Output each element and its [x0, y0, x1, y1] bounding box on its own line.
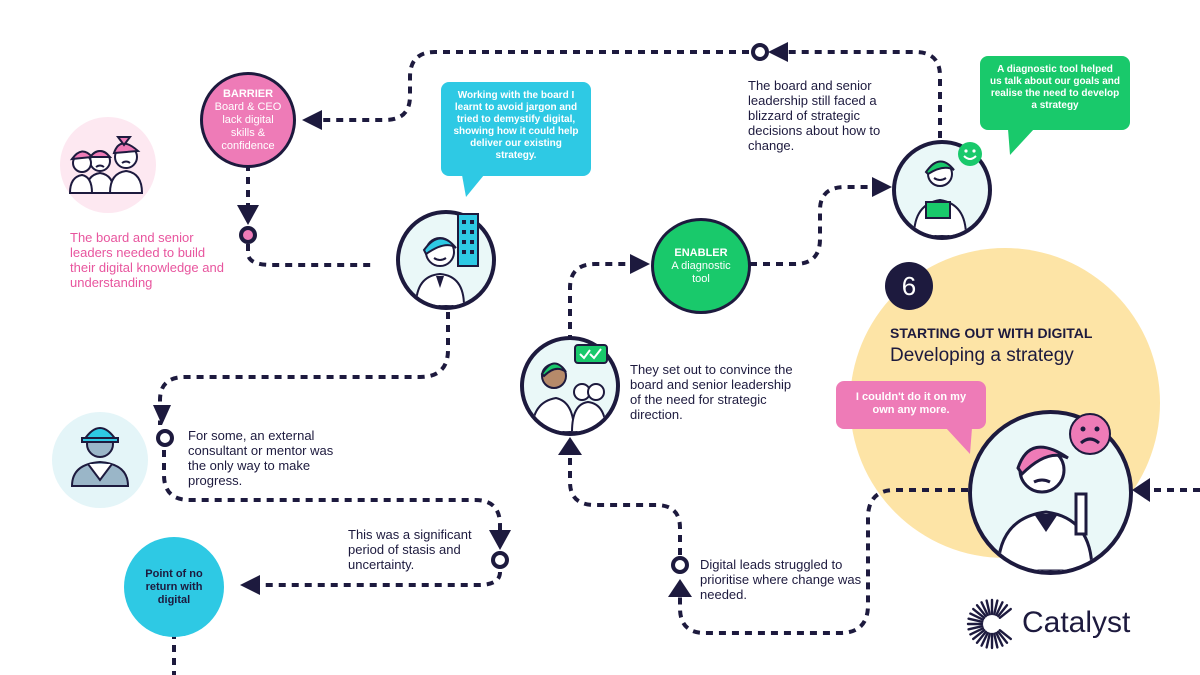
logo-ray [985, 599, 991, 616]
logo-ray [995, 601, 1004, 617]
board-members-illustration [60, 117, 156, 213]
stage-subtitle: Developing a strategy [890, 345, 1074, 366]
building-icon [457, 213, 479, 267]
arrow-right-enabler [630, 254, 650, 274]
barrier-title: BARRIER [222, 87, 274, 100]
bubble-tail-diagnostic-tool [1008, 129, 1034, 155]
arrow-right-happy [872, 177, 892, 197]
bubble-own-anymore: I couldn't do it on my own any more. [836, 381, 986, 429]
manager-avatar [396, 210, 496, 310]
logo-ray [998, 629, 1012, 641]
marker-consultant [156, 429, 174, 447]
logo-ray [995, 631, 1004, 647]
path-segment-happy-to-top [788, 50, 942, 138]
consultant-illustration [52, 412, 148, 508]
smiley-icon [958, 142, 982, 166]
bubble-tail-board-jargon [462, 175, 484, 197]
logo-ray [969, 627, 985, 636]
arrow-up-convince [558, 437, 582, 455]
logo-icon [966, 598, 1012, 650]
logo-ray [972, 607, 986, 619]
point-of-no-return-text: Point of no return with digital [145, 567, 203, 606]
stage-number: 6 [901, 270, 917, 301]
logo-ray [967, 617, 984, 623]
path-segment-up-to-convince [568, 455, 682, 555]
logo-ray [980, 631, 989, 647]
enabler-node: ENABLER A diagnostic tool [651, 218, 751, 314]
presenter-avatar [520, 336, 620, 436]
bubble-diagnostic-tool: A diagnostic tool helped us talk about o… [980, 56, 1130, 130]
checkmark-icon [574, 344, 608, 364]
arrow-left-barrier [302, 110, 322, 130]
path-segment-consultant-down [162, 450, 502, 530]
caption-stasis: This was a significant period of stasis … [348, 527, 472, 572]
path-segment-to-manager [246, 244, 372, 267]
arrow-up-prioritise [668, 579, 692, 597]
point-of-no-return-node: Point of no return with digital [124, 537, 224, 637]
marker-top [751, 43, 769, 61]
logo-ray [975, 630, 987, 644]
logo-ray [985, 632, 991, 649]
logo-ray [972, 629, 986, 641]
logo-ray [997, 630, 1009, 644]
logo-ray [975, 604, 987, 618]
caption-convince: They set out to convince the board and s… [630, 362, 793, 422]
marker-prioritise [671, 556, 689, 574]
stage-title: STARTING OUT WITH DIGITAL [890, 325, 1093, 341]
logo-ray [969, 612, 985, 621]
arrow-down-stasis [489, 530, 511, 550]
arrow-left-point [240, 575, 260, 595]
logo-ray [998, 607, 1012, 619]
logo-ray [997, 604, 1009, 618]
arrow-down-barrier [237, 205, 259, 225]
arrow-down-consultant [153, 405, 171, 425]
sad-face-icon [1069, 413, 1111, 455]
caption-blizzard: The board and senior leadership still fa… [748, 78, 881, 153]
marker-stasis [491, 551, 509, 569]
path-segment-bottom-loop [678, 488, 968, 635]
caption-prioritise: Digital leads struggled to prioritise wh… [700, 557, 862, 602]
enabler-title: ENABLER [674, 246, 728, 259]
bubble-tail-own-anymore [946, 428, 972, 454]
marker-barrier [239, 226, 257, 244]
logo-ray [993, 632, 999, 649]
path-segment-manager-down [158, 312, 450, 425]
arrow-right-in [1132, 478, 1150, 502]
path-segment-enabler-to-happy [750, 185, 872, 266]
caption-board-leaders: The board and senior leaders needed to b… [70, 230, 224, 290]
bubble-board-jargon: Working with the board I learnt to avoid… [441, 82, 591, 176]
caption-consultant: For some, an external consultant or ment… [188, 428, 334, 488]
path-segment-to-point [260, 571, 502, 587]
stage-number-badge: 6 [885, 262, 933, 310]
logo-ray [967, 625, 984, 631]
barrier-node: BARRIER Board & CEO lack digital skills … [200, 72, 296, 168]
logo-text: Catalyst [1022, 606, 1131, 639]
arrow-left-top [768, 42, 788, 62]
path-segment-convince-to-enabler [568, 262, 630, 342]
logo-ray [980, 601, 989, 617]
logo-ray [993, 599, 999, 616]
barrier-text: Board & CEO lack digital skills & confid… [214, 100, 282, 152]
enabler-text: A diagnostic tool [671, 259, 731, 285]
